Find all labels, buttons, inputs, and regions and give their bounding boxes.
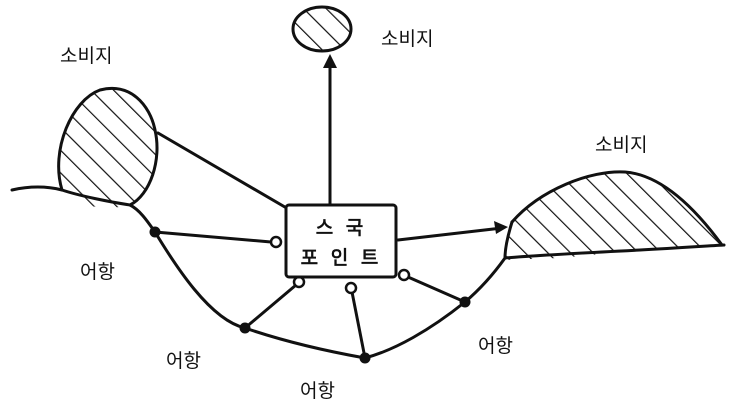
label-port-bottom: 어항 [300,380,335,402]
port-left-connector [271,237,281,247]
hub-label-line1: 스 국 [316,217,367,239]
port-right-connector [399,270,409,280]
port-bottom-connector [346,283,356,293]
hub-label-line2: 포 인 트 [301,247,382,269]
arrow-right-icon [494,221,508,234]
consumer-area-left [40,70,180,230]
consumer-area-right [500,160,730,270]
link-port-bottom-to-hub [352,292,365,358]
label-consumer-left: 소비지 [60,45,112,67]
label-consumer-top: 소비지 [381,28,433,50]
port-node-bottom [360,353,371,364]
label-port-right: 어항 [478,335,513,357]
label-port-bottom-left: 어항 [166,350,201,372]
port-node-bottom-left [240,323,251,334]
link-port-left-to-hub [155,232,271,242]
port-node-left [150,227,161,238]
label-consumer-right: 소비지 [595,134,647,156]
port-node-right [460,297,471,308]
link-port-right-to-hub [408,277,465,302]
link-hub-to-consumer-right [398,228,502,240]
arrow-up-icon [323,54,337,68]
stock-point-hub: 스 국 포 인 트 [286,205,396,277]
label-port-left: 어항 [80,261,115,283]
consumer-area-top [293,7,351,51]
link-port-bottom-left-to-hub [245,285,296,328]
link-hub-to-consumer-left [158,133,290,210]
